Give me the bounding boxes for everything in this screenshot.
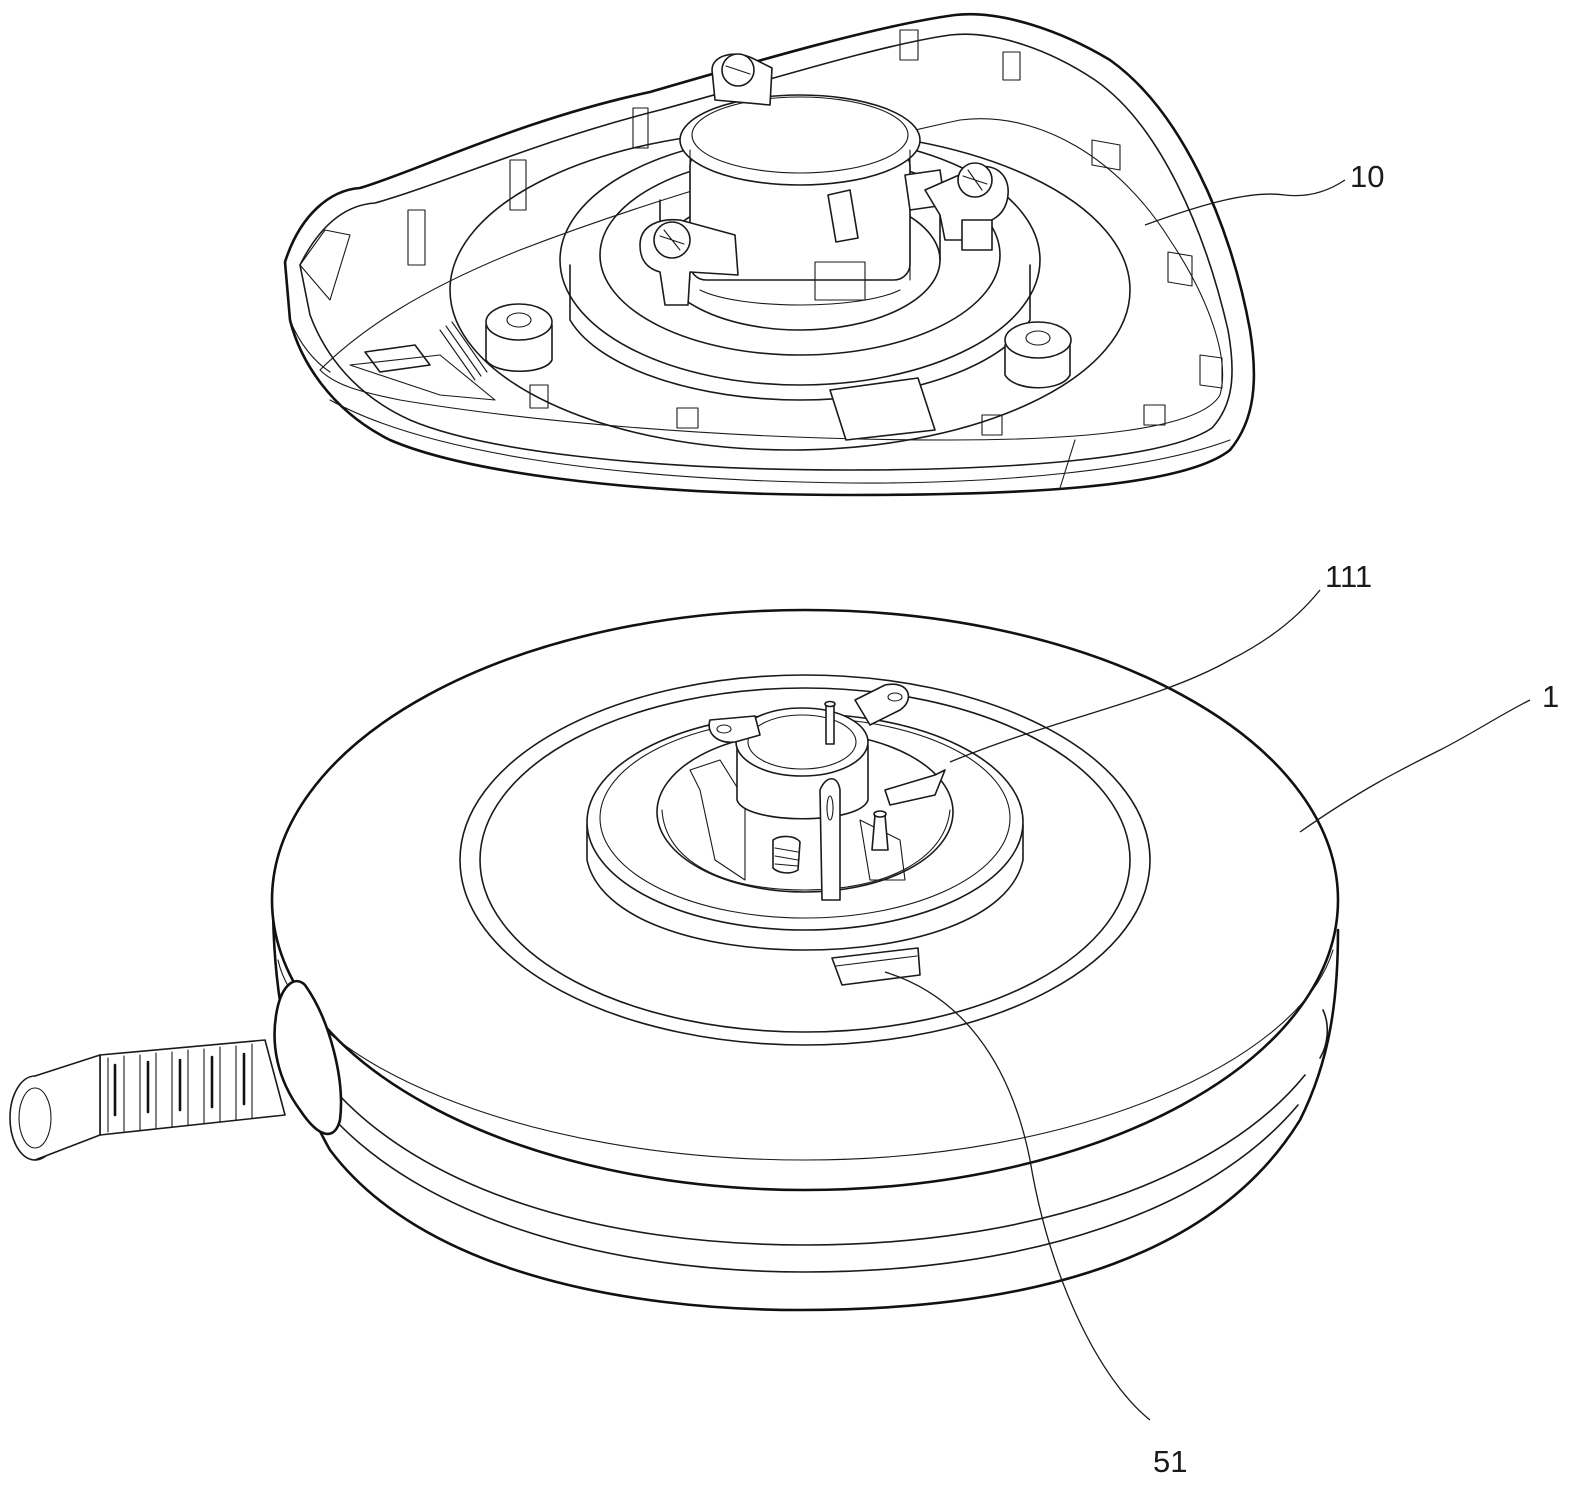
leader-lines [884,179,1531,1421]
label-111: 111 [1325,559,1372,594]
leader-1 [1299,699,1531,833]
leader-51 [884,971,1151,1421]
label-51: 51 [1153,1444,1187,1479]
cord-coil [107,1043,253,1133]
upper-housing [283,12,1256,497]
label-1: 1 [1542,679,1559,714]
power-base [9,608,1340,1312]
leader-10 [1144,179,1346,226]
label-10: 10 [1350,159,1384,194]
leader-111 [949,589,1321,763]
